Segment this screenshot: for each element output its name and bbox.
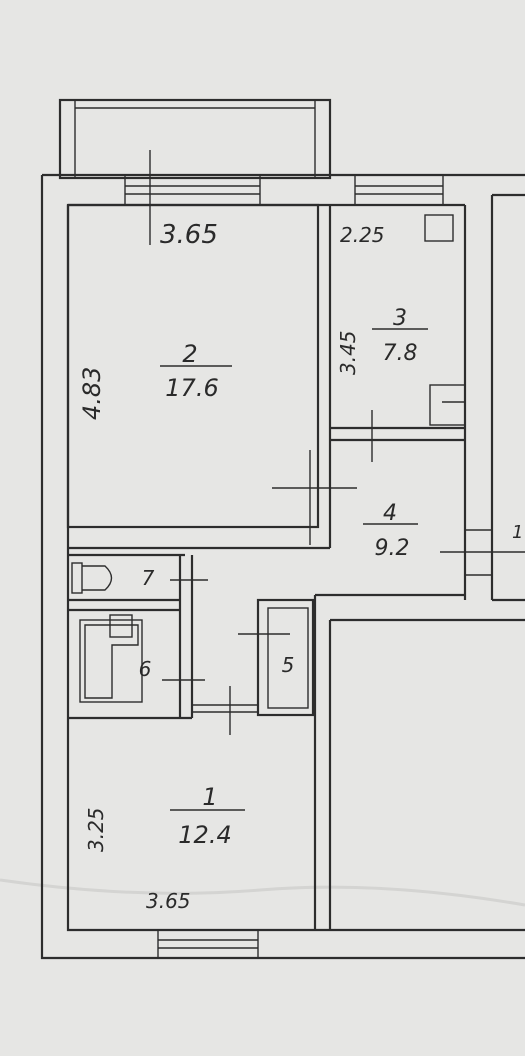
- room-7-number: 7: [142, 566, 155, 590]
- room-1-number: 1: [202, 783, 217, 811]
- windows: [124, 174, 444, 959]
- labels: 3.65 2.25 4.83 3.45 3.25 3.65 1: [78, 220, 523, 913]
- room-4-area: 9.2: [375, 536, 410, 561]
- room-2-area: 17.6: [165, 374, 218, 402]
- right-partition: [490, 193, 525, 602]
- paper-fold: [0, 878, 525, 907]
- room-5-number: 5: [282, 653, 295, 677]
- room-3-number: 3: [393, 306, 407, 331]
- room-2-number: 2: [182, 340, 197, 368]
- room-1-area: 12.4: [178, 821, 231, 849]
- room-6-number: 6: [139, 657, 152, 681]
- room-3-height: 3.45: [336, 330, 360, 375]
- room-2-height: 4.83: [78, 367, 106, 420]
- right-edge-label: 1: [512, 522, 523, 543]
- room-1-height: 3.25: [84, 807, 108, 852]
- storage-5-walls: [256, 598, 315, 717]
- balcony: [58, 98, 332, 180]
- doors: [149, 150, 525, 735]
- room-3-area: 7.8: [383, 341, 418, 366]
- room-3-walls: [330, 205, 467, 600]
- room-3-width: 2.25: [340, 223, 385, 247]
- room-4-number: 4: [383, 501, 397, 526]
- room-1-width: 3.65: [146, 889, 191, 913]
- bathroom-block: [68, 553, 194, 720]
- hall-right-walls: [313, 593, 525, 930]
- room-2-width: 3.65: [160, 220, 218, 250]
- room-numbers: 2 17.6 3 7.8 4 9.2 1 12.4 5 6 7: [139, 306, 428, 849]
